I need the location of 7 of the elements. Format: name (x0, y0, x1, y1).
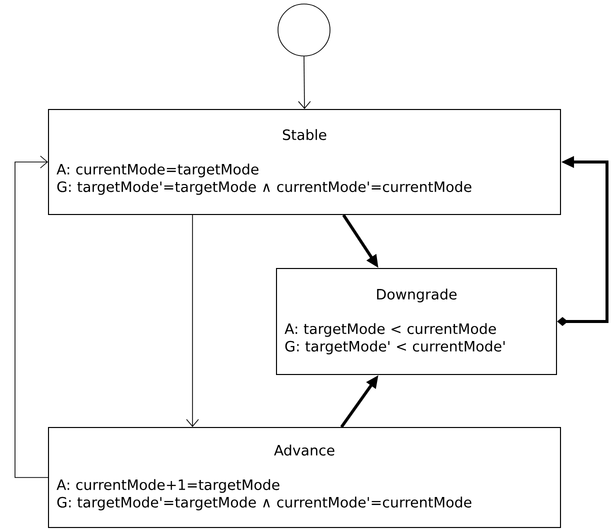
state-box: Stable A: currentMode=targetMode G: targetMode'=targetMode ∧ currentMode'=currentMode (48, 109, 561, 215)
state-box: Downgrade A: targetMode < currentMode G: targetMode' < currentMode' (276, 268, 557, 375)
arrow (14, 156, 48, 478)
arrow (186, 214, 199, 427)
arrow (298, 56, 311, 109)
state-box: Advance A: currentMode+1=targetMode G: targetMode'=targetMode ∧ currentMode'=currentMode (48, 427, 561, 528)
start-circle (278, 4, 330, 56)
